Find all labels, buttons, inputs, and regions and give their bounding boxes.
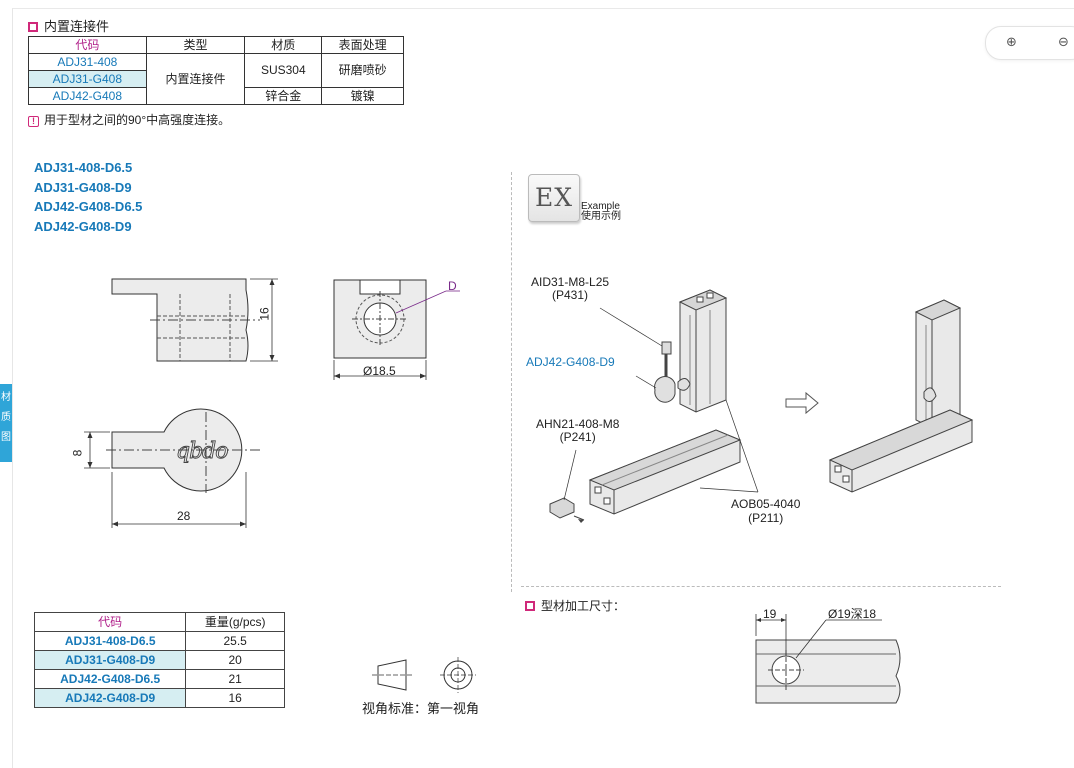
table-row: ADJ31-G408 bbox=[28, 70, 404, 88]
dim-18-5: Ø18.5 bbox=[363, 364, 396, 378]
projection-label: 视角标准：第一视角 bbox=[362, 701, 480, 716]
spec-material: 锌合金 bbox=[244, 87, 323, 105]
callout-page: (P431) bbox=[552, 288, 589, 302]
section-title: 内置连接件 bbox=[28, 16, 109, 35]
weight-code: ADJ42-G408-D6.5 bbox=[33, 669, 187, 689]
callout-name: AID31-M8-L25 bbox=[531, 275, 610, 289]
dim-16: 16 bbox=[257, 307, 272, 321]
zoom-out-icon[interactable]: ⊖ bbox=[1058, 34, 1069, 49]
model-code: ADJ31-G408-D9 bbox=[34, 179, 132, 195]
top-view-drawing: qbdo bbox=[84, 408, 263, 528]
spec-material: SUS304 bbox=[244, 53, 323, 88]
front-view-drawing bbox=[333, 279, 460, 380]
model-code: ADJ31-408-D6.5 bbox=[34, 160, 133, 175]
zoom-controls: ⊕ ⊖ bbox=[985, 26, 1074, 60]
side-tab-char: 质 bbox=[1, 412, 11, 423]
example-badge-text: EX bbox=[534, 183, 574, 212]
dim-d-label: D bbox=[448, 279, 457, 293]
table-row: ADJ31-408 内置连接件 SUS304 研磨喷砂 bbox=[28, 53, 404, 105]
spec-finish: 镀镍 bbox=[321, 87, 404, 105]
table-row: ADJ42-G408-D9 16 bbox=[33, 688, 285, 708]
dim-8: 8 bbox=[70, 449, 85, 457]
weight-code: ADJ31-G408-D9 bbox=[33, 650, 187, 670]
model-list: ADJ31-408-D6.5 ADJ31-G408-D9 ADJ42-G408-… bbox=[34, 158, 142, 236]
spec-code: ADJ31-G408 bbox=[28, 70, 147, 88]
zoom-in-icon[interactable]: ⊕ bbox=[1006, 34, 1017, 49]
weight-code: ADJ31-408-D6.5 bbox=[33, 631, 187, 651]
logo-outline: qbdo bbox=[176, 439, 228, 464]
example-caption: Example 使用示例 bbox=[581, 202, 621, 222]
spec-header-finish: 表面处理 bbox=[321, 36, 404, 54]
spec-finish: 研磨喷砂 bbox=[321, 53, 404, 88]
callout-aob05: AOB05-4040 (P211) bbox=[731, 497, 800, 525]
table-row: ADJ31-408-D6.5 25.5 bbox=[33, 631, 285, 651]
processing-title-text: 型材加工尺寸： bbox=[541, 599, 626, 613]
usage-note-text: 用于型材之间的90°中高强度连接。 bbox=[44, 113, 231, 127]
dim-28: 28 bbox=[177, 509, 191, 523]
section-divider-vertical bbox=[511, 172, 512, 592]
section-bullet-icon bbox=[28, 22, 38, 32]
callout-name: AOB05-4040 bbox=[731, 497, 801, 511]
spec-table: 代码 类型 材质 表面处理 ADJ31-408 内置连接件 SUS304 研磨喷… bbox=[28, 36, 404, 105]
side-tab-char: 图 bbox=[1, 432, 11, 443]
warning-icon: ! bbox=[28, 116, 39, 127]
weight-header-code: 代码 bbox=[33, 612, 187, 632]
processing-title: 型材加工尺寸： bbox=[525, 597, 625, 614]
model-code: ADJ42-G408-D6.5 bbox=[34, 199, 143, 214]
spec-code: ADJ31-408 bbox=[28, 53, 147, 71]
side-tab-char: 材 bbox=[1, 392, 11, 403]
example-badge: EX bbox=[528, 174, 580, 222]
weight-code: ADJ42-G408-D9 bbox=[33, 688, 187, 708]
callout-aid31: AID31-M8-L25 (P431) bbox=[531, 276, 609, 302]
weight-table: 代码 重量(g/pcs) ADJ31-408-D6.5 25.5 ADJ31-G… bbox=[33, 612, 285, 708]
dim-hole: Ø19深18 bbox=[828, 607, 877, 621]
dim-19: 19 bbox=[763, 607, 777, 621]
usage-note: ! 用于型材之间的90°中高强度连接。 bbox=[28, 111, 230, 128]
weight-value: 21 bbox=[185, 669, 285, 689]
weight-value: 20 bbox=[185, 650, 285, 670]
side-view-drawing bbox=[111, 278, 278, 362]
side-tab[interactable]: 材 质 图 bbox=[0, 384, 12, 462]
callout-page: (P241) bbox=[559, 430, 596, 444]
spec-header-type: 类型 bbox=[145, 36, 246, 54]
weight-value: 25.5 bbox=[185, 631, 285, 651]
section-bullet-icon bbox=[525, 601, 535, 611]
callout-page: (P211) bbox=[748, 511, 784, 525]
table-row: ADJ42-G408 锌合金 镀镍 bbox=[28, 87, 404, 105]
assembly-illustration bbox=[549, 289, 974, 523]
section-divider-horizontal bbox=[521, 586, 1001, 587]
table-row: ADJ42-G408-D6.5 21 bbox=[33, 669, 285, 689]
callout-adj42: ADJ42-G408-D9 bbox=[526, 355, 615, 369]
weight-header-weight: 重量(g/pcs) bbox=[185, 612, 285, 632]
callout-name: AHN21-408-M8 bbox=[536, 417, 620, 431]
section-title-text: 内置连接件 bbox=[44, 19, 110, 34]
spec-code: ADJ42-G408 bbox=[28, 87, 147, 105]
spec-type: 内置连接件 bbox=[145, 53, 246, 105]
weight-value: 16 bbox=[185, 688, 285, 708]
table-row: ADJ31-G408-D9 20 bbox=[33, 650, 285, 670]
processing-drawing bbox=[755, 614, 901, 704]
example-caption-en: Example bbox=[581, 201, 620, 212]
model-code: ADJ42-G408-D9 bbox=[34, 218, 132, 234]
spec-header-material: 材质 bbox=[244, 36, 323, 54]
example-caption-cn: 使用示例 bbox=[581, 211, 621, 222]
callout-ahn21: AHN21-408-M8 (P241) bbox=[536, 418, 619, 444]
first-angle-projection-icon bbox=[372, 657, 476, 693]
spec-header-code: 代码 bbox=[28, 36, 147, 54]
